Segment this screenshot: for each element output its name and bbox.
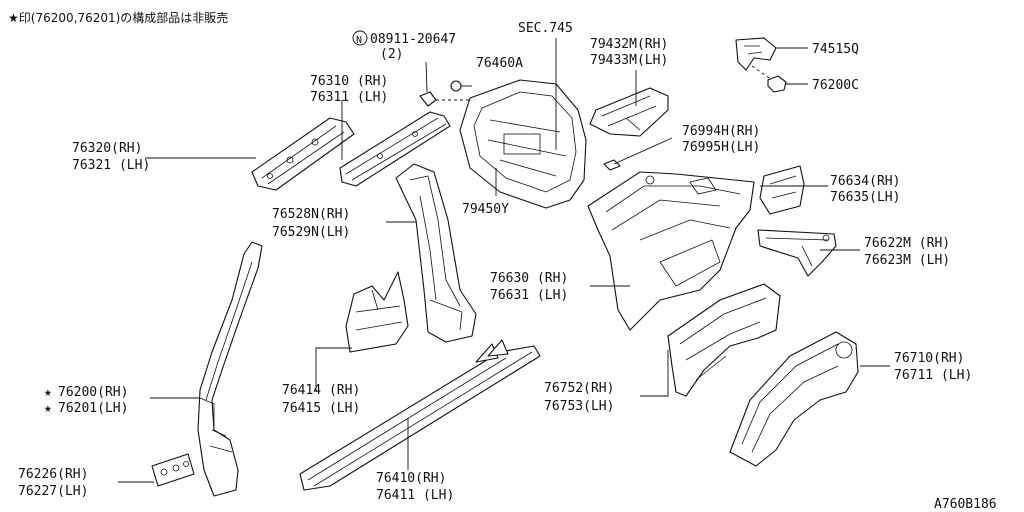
label-76752-line1: 76752(RH)	[544, 381, 614, 396]
label-76200: ★ 76200(RH) ★ 76201(LH)	[44, 385, 128, 416]
part-76414-drawing	[345, 271, 409, 353]
leader-lines	[118, 38, 890, 483]
diagram-id: A760B186	[934, 497, 997, 512]
label-76710-line1: 76710(RH)	[894, 351, 964, 366]
part-76200c-drawing	[767, 75, 808, 93]
part-76310-drawing	[339, 111, 451, 187]
label-76752-line2: 76753(LH)	[544, 399, 614, 414]
label-76410-line2: 76411 (LH)	[376, 488, 454, 503]
part-79450y-drawing	[459, 79, 587, 209]
non-sale-note: ★印(76200,76201)の構成部品は非販売	[8, 10, 228, 25]
label-76710-line2: 76711 (LH)	[894, 368, 972, 383]
label-79432-line2: 79433M(LH)	[590, 53, 668, 68]
part-76410-drawing	[299, 339, 541, 491]
label-76414-line1: 76414 (RH)	[282, 383, 360, 398]
label-sec745: SEC.745	[518, 21, 573, 36]
label-08911-line1: 08911-20647	[370, 32, 456, 47]
label-76622-line2: 76623M (LH)	[864, 253, 950, 268]
label-76320-line1: 76320(RH)	[72, 141, 142, 156]
label-76310-line1: 76310 (RH)	[310, 74, 388, 89]
n-circle-mark	[352, 30, 368, 46]
label-76460a: 76460A	[476, 56, 523, 71]
part-76528n-drawing	[395, 163, 477, 343]
label-76320-line2: 76321 (LH)	[72, 158, 150, 173]
part-76226-drawing	[151, 453, 195, 487]
label-76528-line2: 76529N(LH)	[272, 225, 350, 240]
part-08911-drawing	[419, 61, 437, 107]
label-76634-line1: 76634(RH)	[830, 174, 900, 189]
label-76630-line2: 76631 (LH)	[490, 288, 568, 303]
part-76630-drawing	[587, 171, 755, 331]
label-76200c: 76200C	[812, 78, 859, 93]
star-mark-lh: ★	[44, 401, 52, 416]
label-76226-line2: 76227(LH)	[18, 484, 88, 499]
n-mark-text: N	[356, 35, 362, 46]
label-76410-line1: 76410(RH)	[376, 471, 446, 486]
label-76994-line1: 76994H(RH)	[682, 124, 760, 139]
part-76320-drawing	[251, 117, 355, 191]
label-76634-line2: 76635(LH)	[830, 190, 900, 205]
label-76310-line2: 76311 (LH)	[310, 90, 388, 105]
label-79432-line1: 79432M(RH)	[590, 37, 668, 52]
part-76710-drawing	[729, 331, 859, 467]
label-74515q: 74515Q	[812, 42, 859, 57]
label-76200-line2: 76201(LH)	[58, 401, 128, 416]
label-79450y: 79450Y	[462, 202, 509, 217]
part-76460a-drawing	[436, 80, 472, 101]
part-76622m-drawing	[757, 229, 837, 277]
label-08911-line2: (2)	[380, 47, 403, 62]
label-76622-line1: 76622M (RH)	[864, 236, 950, 251]
part-76200-drawing	[197, 241, 263, 497]
label-76226-line1: 76226(RH)	[18, 467, 88, 482]
part-74515q-drawing	[735, 37, 808, 81]
label-76994-line2: 76995H(LH)	[682, 140, 760, 155]
star-mark-rh: ★	[44, 385, 52, 400]
part-76994h-drawing	[603, 137, 673, 171]
label-76414-line2: 76415 (LH)	[282, 401, 360, 416]
label-08911: N 08911-20647 (2)	[352, 30, 456, 62]
part-76634-drawing	[759, 165, 805, 215]
part-79432m-drawing	[589, 87, 669, 137]
label-76528-line1: 76528N(RH)	[272, 207, 350, 222]
label-76200-line1: 76200(RH)	[58, 385, 128, 400]
part-76752-drawing	[667, 283, 781, 397]
label-76630-line1: 76630 (RH)	[490, 271, 568, 286]
